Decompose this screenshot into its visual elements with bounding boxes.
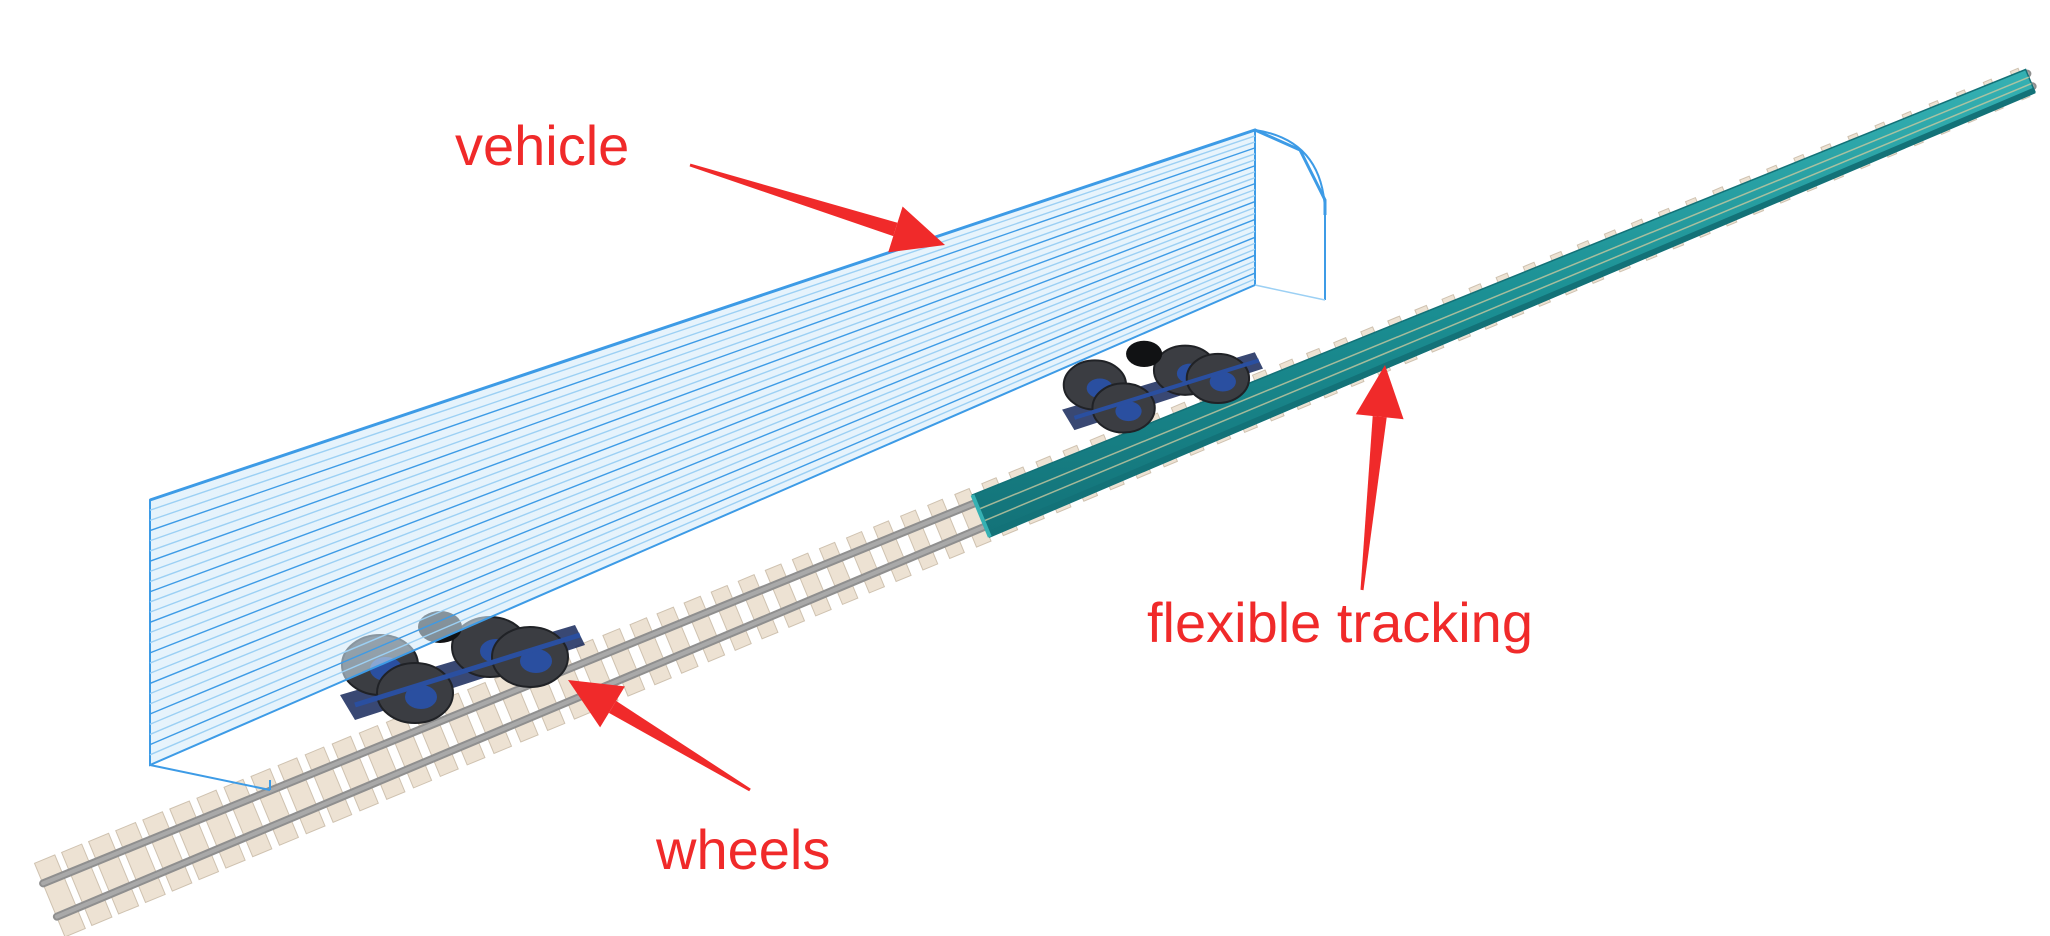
flexible-track-guide-line: [983, 82, 2032, 522]
vehicle-end-curve: [1254, 129, 1326, 300]
vehicle-wire-line: [149, 206, 1256, 634]
front-bogie-wheels: [1062, 340, 1263, 434]
front-bogie-side-beam: [1073, 358, 1260, 420]
sleeper: [33, 854, 86, 936]
vehicle-wire-line: [149, 147, 1256, 532]
vehicle-wire-line: [149, 194, 1256, 613]
vehicle-wire-line: [149, 159, 1256, 552]
vehicle-wire-line: [149, 266, 1256, 736]
vehicle-wire-line: [149, 218, 1256, 654]
vehicle-wire-line: [149, 224, 1256, 664]
vehicle-wire-line: [149, 135, 1256, 511]
sleeper: [196, 789, 246, 869]
sleeper: [277, 757, 326, 835]
sleeper: [223, 778, 273, 858]
sleeper: [466, 681, 513, 755]
flexible-tracking-label: flexible tracking: [1147, 591, 1533, 654]
front-bogie-wheel-hub: [1115, 401, 1142, 422]
sleeper: [60, 843, 113, 927]
vehicle-wire-line: [149, 188, 1256, 603]
vehicle-wire-line: [149, 230, 1256, 674]
sleeper: [358, 724, 406, 800]
vehicle-arrow-icon-shaft: [689, 163, 898, 237]
vehicle-wire-line: [149, 165, 1256, 562]
front-bogie-wheel-hub: [1209, 371, 1236, 392]
sleeper: [87, 832, 140, 915]
vehicle-wire-line: [149, 171, 1256, 573]
vehicle-body-wireframe: [149, 128, 1327, 791]
rear-bogie-wheel-hub: [520, 649, 552, 673]
flexible-track-segment: [970, 68, 2036, 538]
vehicle-wire-line: [149, 272, 1256, 746]
vehicle-wire-line: [149, 212, 1256, 644]
vehicle-end-bottom: [1254, 284, 1326, 301]
sleeper: [115, 821, 166, 904]
vehicle-arrow-icon-head: [888, 206, 945, 253]
flexible-track-guide-line: [978, 76, 2030, 511]
sleeper: [304, 746, 353, 823]
vehicle-wire-line: [149, 260, 1256, 725]
flexible-tracking-arrow-icon-shaft: [1360, 416, 1387, 591]
sleeper: [331, 735, 379, 812]
vehicle-wire-line: [149, 254, 1256, 715]
vehicle-near-floor: [149, 764, 271, 791]
wheels-arrow-icon-head: [568, 680, 625, 728]
annotation-arrows: [568, 163, 1404, 792]
wheels-label: wheels: [656, 818, 831, 881]
flexible-track-side-wall: [987, 87, 2036, 538]
vehicle-wire-line: [149, 177, 1256, 583]
rear-bogie-wheel-hub: [405, 685, 437, 709]
vehicle-wire-line: [149, 153, 1256, 542]
vehicle-wire-line: [149, 141, 1256, 522]
vehicle-wire-line: [149, 200, 1256, 623]
vehicle-wire-line: [149, 242, 1256, 695]
vehicle-wire-line: [149, 278, 1256, 756]
vehicle-wire-line: [149, 236, 1256, 685]
flexible-tracking-arrow-icon-head: [1355, 365, 1404, 420]
sleeper: [142, 811, 193, 892]
flexible-track-end-face: [970, 494, 992, 538]
sleeper: [169, 800, 220, 881]
vehicle-wire-line: [149, 248, 1256, 705]
front-bogie-center-pivot: [1126, 340, 1163, 367]
vehicle-wire-line: [149, 182, 1256, 593]
vehicle-label: vehicle: [455, 114, 630, 177]
rear-bogie-side-beam: [354, 632, 581, 708]
wheels-arrow-icon-shaft: [608, 700, 751, 792]
